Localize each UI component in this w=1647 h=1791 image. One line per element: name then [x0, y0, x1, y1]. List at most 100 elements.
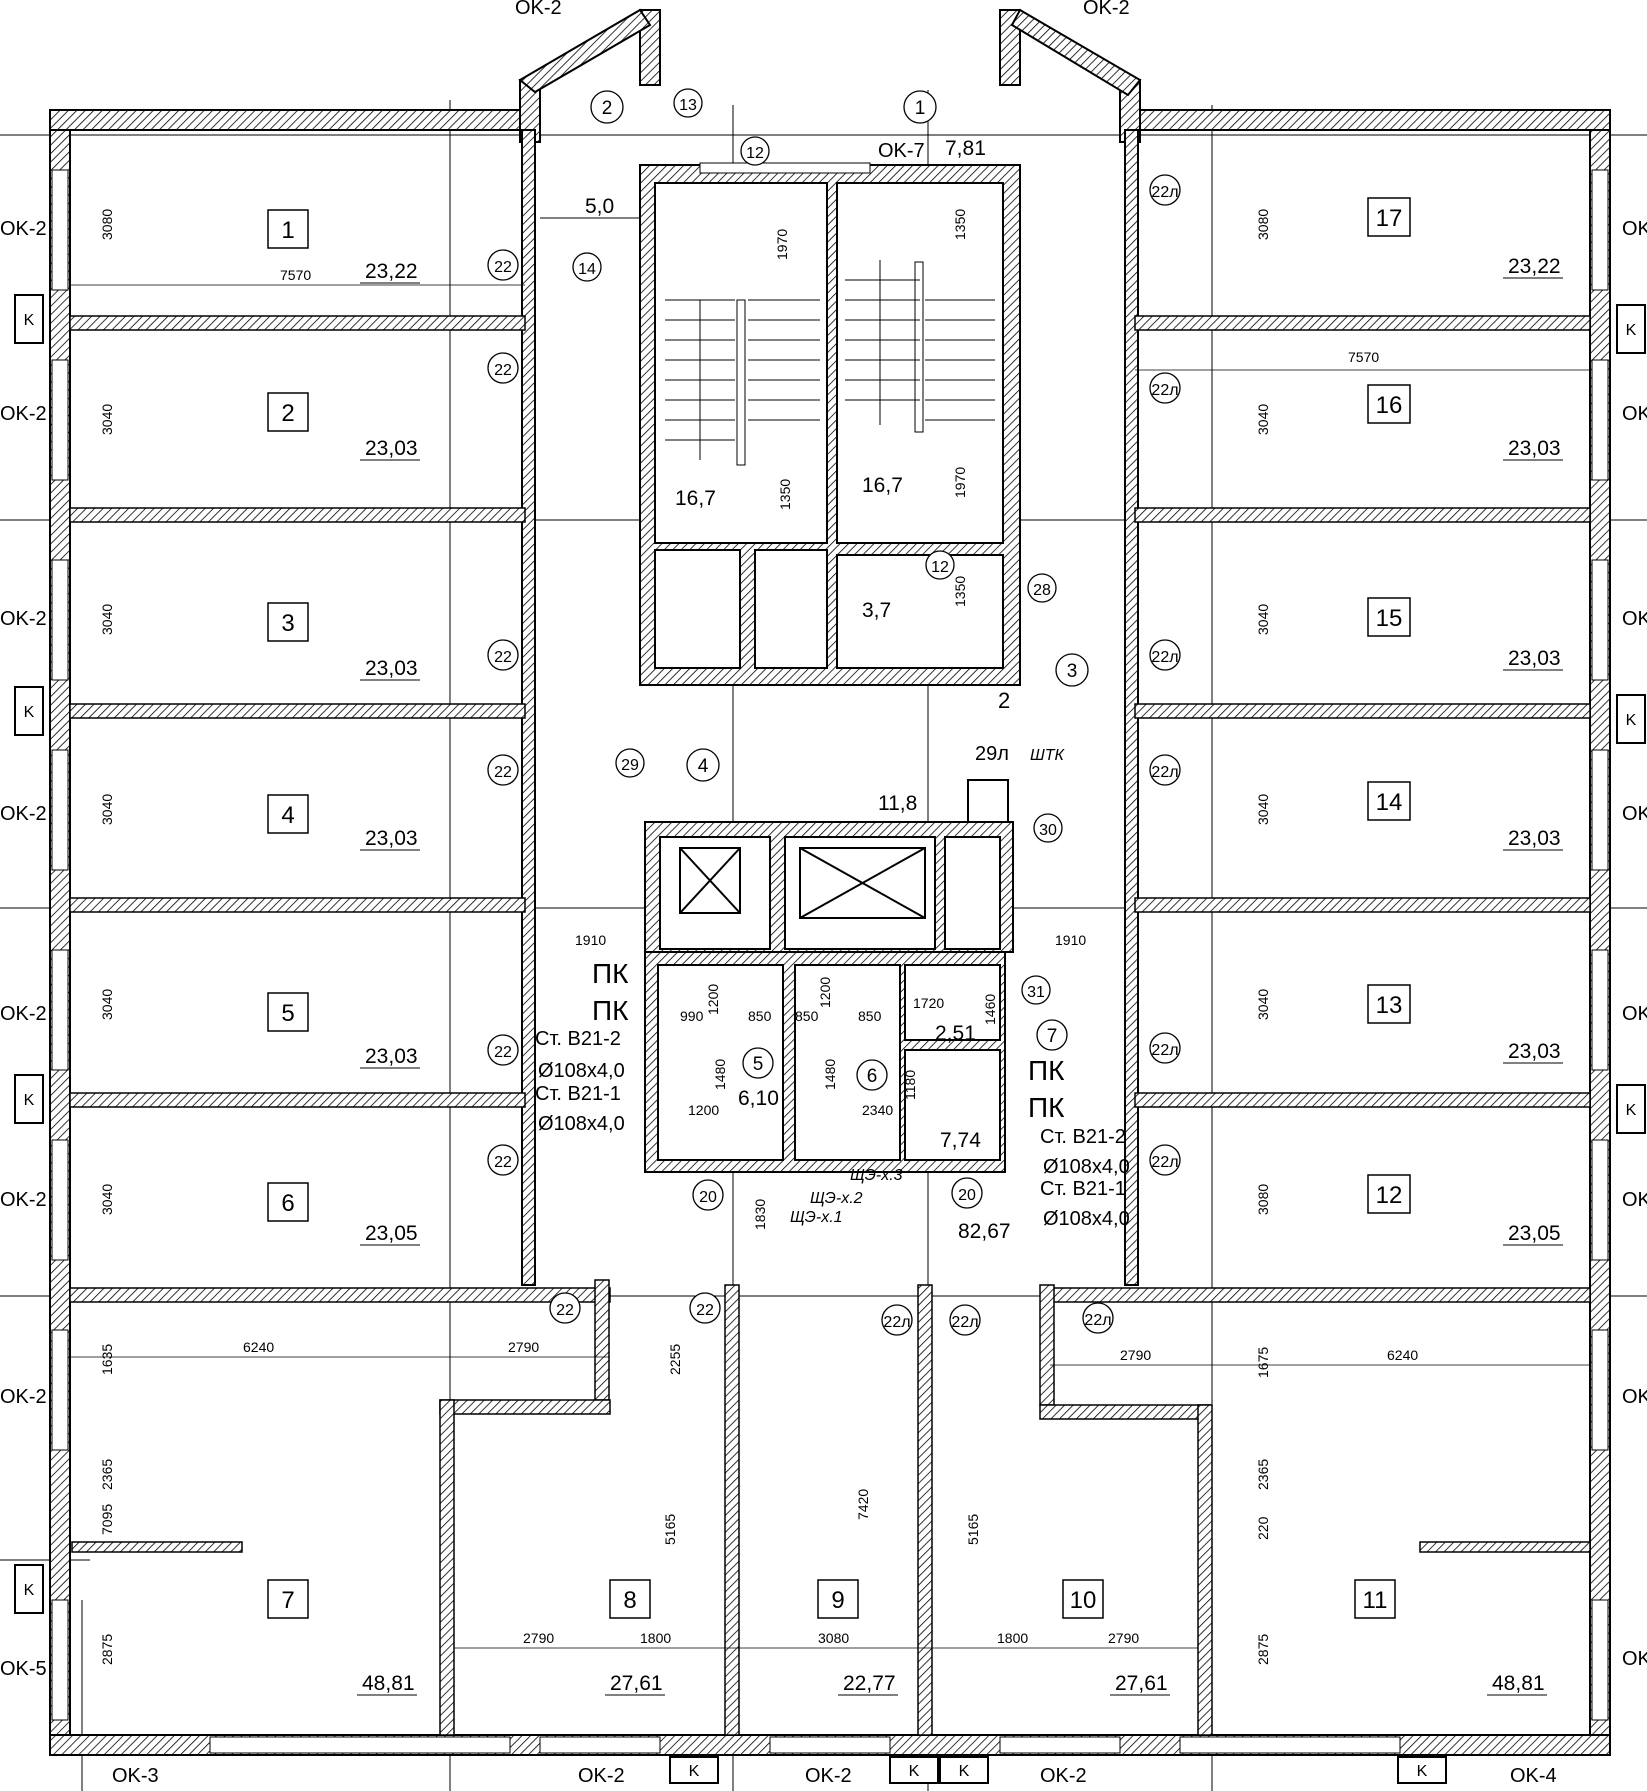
pk-label: ПК: [1028, 1055, 1065, 1086]
window-label-left: OK-2: [0, 803, 47, 825]
riser-label: Ст. В21-2: [535, 1028, 621, 1050]
area-room7: 2,51: [935, 1022, 976, 1045]
room-number: 3: [281, 610, 294, 637]
room-area: 23,03: [1508, 647, 1561, 670]
room-number: 8: [623, 1587, 636, 1614]
svg-text:2790: 2790: [523, 1630, 554, 1646]
room-left-3: 3 23,03 3040: [99, 602, 420, 681]
room-number: 13: [1376, 992, 1403, 1019]
svg-text:22: 22: [494, 362, 512, 379]
panel-label: ЩЭ-х.2: [810, 1190, 863, 1207]
svg-text:1200: 1200: [705, 984, 721, 1015]
room-right-16: 16 23,03 3040: [1255, 384, 1563, 461]
pipe-label: Ø108x4,0: [538, 1113, 625, 1135]
svg-text:2875: 2875: [1255, 1634, 1271, 1665]
svg-text:1350: 1350: [777, 479, 793, 510]
room-bottom-7: 7 48,81: [267, 1579, 417, 1696]
svg-text:1675: 1675: [1255, 1347, 1271, 1378]
svg-text:1910: 1910: [575, 932, 606, 948]
area-stair-left: 16,7: [675, 487, 716, 510]
pipe-label: Ø108x4,0: [1043, 1208, 1130, 1230]
svg-text:12: 12: [746, 145, 764, 162]
room-left-6: 6 23,05 3040: [99, 1182, 420, 1246]
svg-text:6240: 6240: [1387, 1347, 1418, 1363]
svg-text:K: K: [1626, 712, 1637, 729]
k-marker: K: [14, 686, 44, 736]
window-label-left: OK-5: [0, 1658, 47, 1680]
svg-text:K: K: [909, 1763, 920, 1780]
core: [639, 164, 1021, 1173]
area-corridor: 82,67: [958, 1220, 1011, 1243]
core-labels: 7,81 5,0 16,7 16,7 3,7 11,8 6,10 7,74 2,…: [535, 137, 1130, 1243]
room-area: 27,61: [610, 1672, 663, 1695]
k-marker: K: [1616, 1084, 1646, 1134]
svg-text:1830: 1830: [752, 1199, 768, 1230]
svg-text:30: 30: [1039, 822, 1057, 839]
svg-text:2365: 2365: [1255, 1459, 1271, 1490]
svg-text:13: 13: [679, 97, 697, 114]
svg-text:22: 22: [494, 259, 512, 276]
svg-text:14: 14: [578, 261, 596, 278]
svg-text:29: 29: [621, 757, 639, 774]
room-right-12: 12 23,05 3080: [1255, 1174, 1563, 1246]
k-marker: K: [889, 1756, 939, 1784]
room-number: 1: [281, 217, 294, 244]
room-number: 7: [281, 1587, 294, 1614]
area-room2: 5,0: [585, 195, 614, 218]
room-dim: 3040: [1255, 794, 1271, 825]
svg-text:1350: 1350: [952, 209, 968, 240]
svg-text:2790: 2790: [1108, 1630, 1139, 1646]
svg-text:7095: 7095: [99, 1504, 115, 1535]
svg-text:7420: 7420: [855, 1489, 871, 1520]
k-marker: K: [14, 294, 44, 344]
room-right-15: 15 23,03 3040: [1255, 597, 1563, 671]
svg-text:2365: 2365: [99, 1459, 115, 1490]
k-marker: K: [14, 1564, 44, 1614]
svg-text:220: 220: [1255, 1516, 1271, 1540]
window-label-left: OK-2: [0, 1189, 47, 1211]
svg-text:22л: 22л: [1151, 1154, 1178, 1171]
svg-text:7570: 7570: [280, 267, 311, 283]
svg-text:22л: 22л: [1151, 649, 1178, 666]
area-stair-right: 16,7: [862, 474, 903, 497]
window-label-right: OK: [1622, 1386, 1647, 1408]
partitions-left: [69, 315, 611, 1303]
window-label-left: OK-2: [0, 1003, 47, 1025]
room-dim: 3040: [99, 794, 115, 825]
riser-label: Ст. В21-1: [1040, 1178, 1126, 1200]
panel-label: ЩЭ-х.3: [850, 1167, 903, 1184]
room-number: 6: [281, 1190, 294, 1217]
svg-text:850: 850: [795, 1008, 819, 1024]
window-label-right: OK: [1622, 403, 1647, 425]
room-dim: 3040: [1255, 989, 1271, 1020]
window-label-top-right: OK-2: [1083, 0, 1130, 19]
k-marker: K: [669, 1756, 719, 1784]
pipe-label: Ø108x4,0: [538, 1060, 625, 1082]
svg-text:3080: 3080: [818, 1630, 849, 1646]
pipe-label: Ø108x4,0: [1043, 1156, 1130, 1178]
window-label-bottom: OK-2: [578, 1765, 625, 1787]
svg-text:850: 850: [858, 1008, 882, 1024]
svg-text:1800: 1800: [997, 1630, 1028, 1646]
window-label-bottom: OK-4: [1510, 1765, 1557, 1787]
svg-text:1970: 1970: [774, 229, 790, 260]
partitions-right: [1049, 315, 1591, 1303]
svg-text:22л: 22л: [951, 1314, 978, 1331]
svg-text:2790: 2790: [1120, 1347, 1151, 1363]
window-label-right: OK: [1622, 803, 1647, 825]
k-markers: K K K K K K K K K K K: [14, 294, 1646, 1784]
window-openings: [51, 162, 1609, 1754]
dimensions: 7570 7570 1910 1910 6240 2790 2790 6240 …: [70, 209, 1590, 1665]
room-area: 27,61: [1115, 1672, 1168, 1695]
room-area: 22,77: [843, 1672, 896, 1695]
svg-text:5: 5: [753, 1054, 764, 1075]
window-label-right: OK: [1622, 1189, 1647, 1211]
svg-text:6240: 6240: [243, 1339, 274, 1355]
room-dim: 3040: [1255, 604, 1271, 635]
svg-text:4: 4: [698, 756, 709, 777]
room-bottom-10: 10 27,61: [1062, 1579, 1170, 1696]
room-number: 17: [1376, 205, 1403, 232]
k-marker: K: [14, 1074, 44, 1124]
pk-label: ПК: [592, 995, 629, 1026]
